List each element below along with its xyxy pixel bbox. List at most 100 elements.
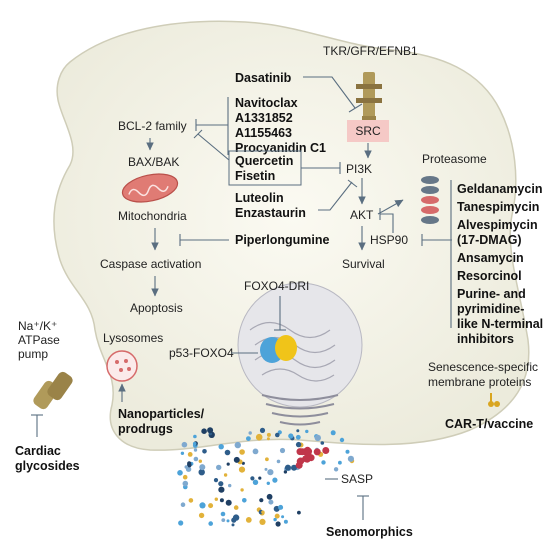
apoptosis: Apoptosis xyxy=(130,301,183,315)
sasp-particle xyxy=(226,462,230,466)
senescent-cell xyxy=(53,20,530,451)
sasp-particle xyxy=(252,448,259,455)
sasp-particle xyxy=(207,427,214,434)
sasp-particle xyxy=(180,451,185,455)
sasp-particle xyxy=(283,470,288,474)
sasp-factor xyxy=(313,448,321,456)
sasp-particle xyxy=(288,433,294,439)
foxo4-dri: FOXO4-DRI xyxy=(244,279,309,293)
sasp-factor xyxy=(296,457,304,465)
sasp-particle xyxy=(208,503,214,509)
sasp-particle xyxy=(193,434,197,439)
caspase-activation: Caspase activation xyxy=(100,257,201,271)
sasp-particle xyxy=(240,488,244,492)
sasp-particle xyxy=(225,499,232,506)
sasp-particle xyxy=(281,515,285,519)
nanoparticles-prodrugs: Nanoparticles/ prodrugs xyxy=(118,407,208,436)
lysosome-icon xyxy=(106,350,138,382)
sasp-particle xyxy=(278,504,284,510)
sasp-particle xyxy=(226,519,230,523)
proteasome-icon xyxy=(421,176,439,224)
sasp-particle xyxy=(283,519,288,524)
sasp-factor xyxy=(296,448,304,456)
sasp-particle xyxy=(275,521,281,527)
sasp-particle xyxy=(246,436,251,441)
sasp-particle xyxy=(233,456,240,463)
sasp-particle xyxy=(338,460,342,465)
luteolin-group: Luteolin Enzastaurin xyxy=(235,191,306,220)
sasp: SASP xyxy=(341,472,373,486)
sasp-particle xyxy=(202,449,207,454)
sasp-particle xyxy=(276,459,281,464)
bcl2-family: BCL-2 family xyxy=(118,119,187,133)
sasp-particle xyxy=(198,512,205,519)
sasp-particle xyxy=(178,520,184,526)
sasp-particle xyxy=(177,470,183,476)
sasp-particle xyxy=(231,523,235,527)
dasatinib: Dasatinib xyxy=(235,71,292,85)
cardiac-glycosides: Cardiac glycosides xyxy=(15,444,80,473)
sasp-particle xyxy=(218,486,225,493)
sasp-particle xyxy=(284,464,291,471)
receptor-label: TKR/GFR/EFNB1 xyxy=(323,44,418,58)
sasp-particle xyxy=(320,441,325,445)
sasp-particle xyxy=(255,433,263,441)
sasp-particle xyxy=(182,474,188,480)
sasp-particle xyxy=(234,441,241,449)
sasp-particle xyxy=(242,498,247,503)
membrane-protein-icon xyxy=(488,393,500,407)
sasp-particle xyxy=(259,498,264,503)
sasp-particle xyxy=(199,464,206,471)
sasp-particle xyxy=(188,498,194,503)
sasp-particle xyxy=(224,449,231,456)
sasp-particle xyxy=(223,473,228,477)
sasp-particle xyxy=(296,429,300,433)
sasp-particle xyxy=(267,469,274,476)
sasp-particle xyxy=(248,431,252,435)
sasp-particle xyxy=(187,452,193,457)
p53-foxo4-complex-icon xyxy=(260,335,297,363)
sasp-factor xyxy=(304,446,311,454)
sasp-particle xyxy=(184,465,189,469)
sasp-particle xyxy=(266,493,273,500)
navitoclax-group: Navitoclax A1331852 A1155463 Procyanidin… xyxy=(235,96,326,155)
sasp-particle xyxy=(261,510,265,514)
sasp-particle xyxy=(220,511,226,517)
sasp-particle xyxy=(181,441,188,448)
sasp-particle xyxy=(259,427,266,433)
sasp-particle xyxy=(201,428,207,435)
sasp-particle xyxy=(198,459,202,463)
sasp-particle xyxy=(330,430,336,436)
p53-foxo4: p53-FOXO4 xyxy=(169,346,234,360)
sasp-particle xyxy=(221,518,226,522)
sasp-particle xyxy=(219,498,224,503)
sasp-particle xyxy=(232,514,240,521)
sasp-particle xyxy=(266,432,271,437)
pi3k: PI3K xyxy=(346,162,372,176)
er-icon xyxy=(261,394,339,426)
sasp-particle xyxy=(239,449,245,455)
bax-bak: BAX/BAK xyxy=(128,155,179,169)
nucleus-icon xyxy=(237,282,363,408)
sasp-particle xyxy=(252,479,259,485)
sasp-particle xyxy=(273,517,277,522)
sasp-particle xyxy=(339,437,345,443)
mitochondria-icon xyxy=(121,173,179,203)
sasp-particle xyxy=(275,432,280,438)
sasp-particle xyxy=(291,464,297,471)
survival: Survival xyxy=(342,257,385,271)
sasp-particle xyxy=(193,456,199,462)
mitochondria-label: Mitochondria xyxy=(118,209,187,223)
sasp-particle xyxy=(216,464,222,471)
sasp-particle xyxy=(265,457,269,462)
hsp90: HSP90 xyxy=(370,233,408,247)
atpase-pump-icon xyxy=(33,371,73,410)
sasp-particle xyxy=(268,499,274,505)
hsp90-inhibitors: Geldanamycin Tanespimycin Alvespimycin (… xyxy=(457,182,547,346)
sasp-particle xyxy=(208,521,213,526)
sasp-particle xyxy=(182,480,189,487)
sasp-particle xyxy=(347,455,354,462)
sasp-particle xyxy=(314,434,321,442)
